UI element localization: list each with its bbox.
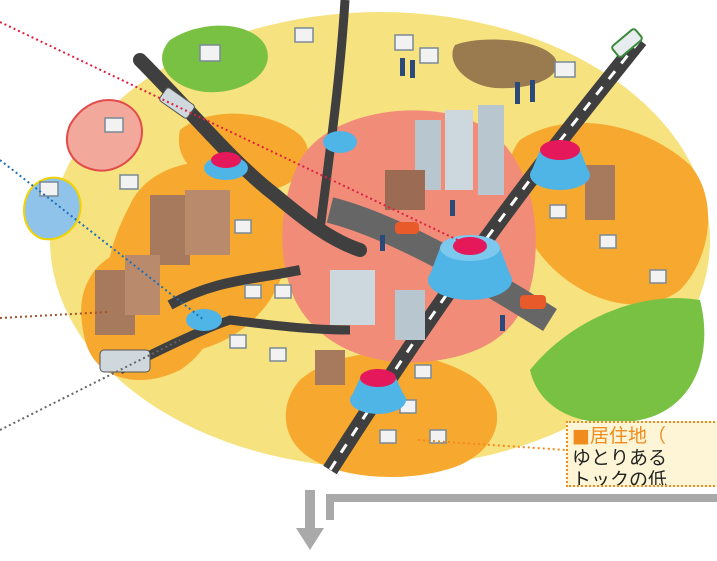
hub-south bbox=[350, 369, 406, 414]
pedestrians bbox=[380, 58, 535, 331]
leader-red bbox=[0, 21, 467, 245]
apartment-blocks bbox=[95, 165, 615, 385]
vehicles bbox=[99, 28, 643, 373]
residential-area-callout: ■居住地（ ゆとりある トックの低 bbox=[566, 421, 717, 487]
arrow-shaft bbox=[305, 490, 315, 530]
arrow-down-icon bbox=[296, 528, 324, 550]
farmland bbox=[452, 39, 557, 89]
park-southeast bbox=[530, 298, 705, 423]
houses bbox=[39, 27, 667, 444]
connector-bar bbox=[326, 494, 717, 520]
hub-northwest bbox=[204, 152, 248, 180]
leader-gray bbox=[0, 339, 181, 431]
hub-small-west bbox=[186, 309, 222, 331]
pond bbox=[23, 176, 82, 241]
hub-east bbox=[530, 140, 590, 190]
road-west bbox=[167, 265, 301, 310]
road-north bbox=[315, 0, 350, 231]
callout-line-2: ゆとりある bbox=[572, 447, 668, 469]
hub-small-north bbox=[323, 131, 357, 153]
high-rise-cluster bbox=[385, 105, 504, 210]
callout-line-3: トックの低 bbox=[572, 469, 668, 487]
callout-title: ■居住地（ bbox=[572, 425, 666, 447]
leader-brown bbox=[0, 311, 109, 319]
leader-blue bbox=[0, 159, 205, 321]
